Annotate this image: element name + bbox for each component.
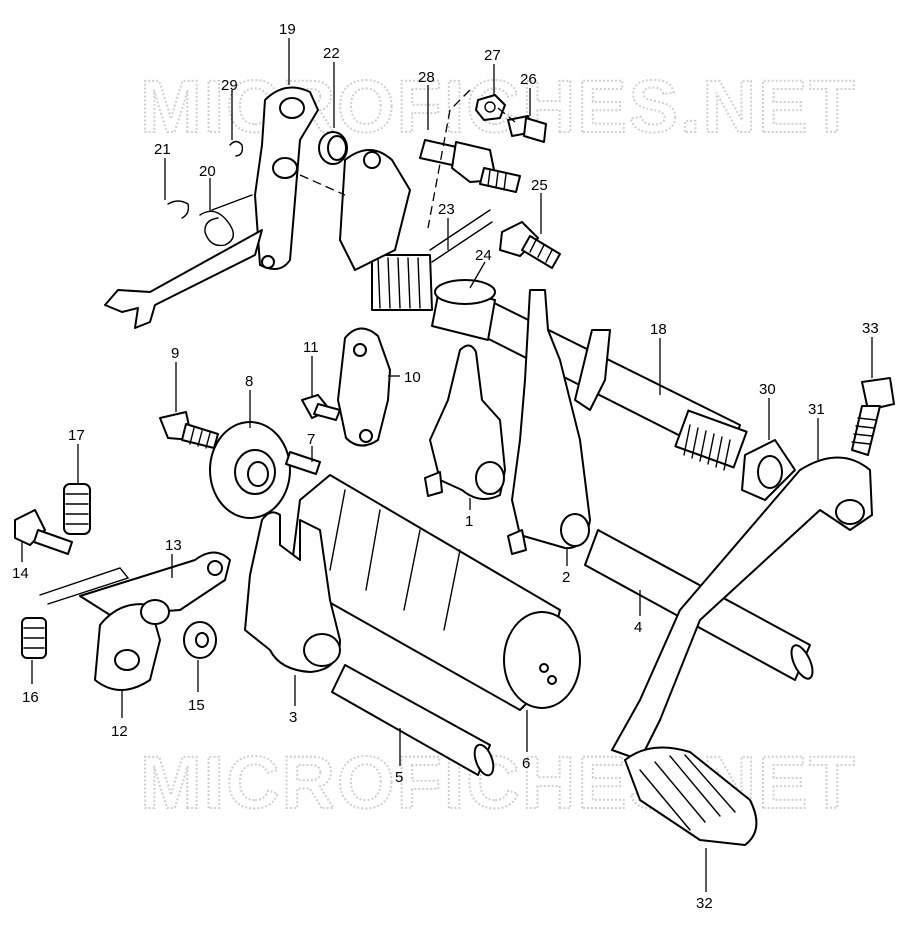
part-31-gearshift-lever xyxy=(611,456,873,761)
callout-1: 1 xyxy=(465,513,473,530)
part-3-shift-fork xyxy=(244,511,341,673)
part-32-footpeg-rubber xyxy=(624,746,758,846)
part-23-return-spring xyxy=(371,209,493,311)
callout-14: 14 xyxy=(12,565,29,582)
part-29-clip xyxy=(229,140,244,157)
part-13-gear-arm xyxy=(79,551,231,616)
callout-leaders xyxy=(21,38,873,892)
callout-27: 27 xyxy=(484,47,501,64)
part-12-gear-plate xyxy=(94,599,170,691)
part-1-shift-fork xyxy=(424,344,506,500)
part-28-bolt xyxy=(419,139,521,193)
callout-32: 32 xyxy=(696,895,713,912)
callout-12: 12 xyxy=(111,723,128,740)
callout-4: 4 xyxy=(634,619,642,636)
part-15-washer xyxy=(183,621,217,659)
callout-25: 25 xyxy=(531,177,548,194)
callout-labels: 19 22 29 21 20 28 27 26 25 23 24 18 33 3… xyxy=(12,21,879,912)
part-20-spring xyxy=(199,194,253,247)
callout-11: 11 xyxy=(303,339,319,356)
callout-26: 26 xyxy=(520,71,537,88)
part-17-spring xyxy=(63,483,91,535)
callout-33: 33 xyxy=(862,320,879,337)
callout-9: 9 xyxy=(171,345,179,362)
part-19-lever-plate xyxy=(254,86,319,270)
part-30-oil-seal xyxy=(741,439,796,501)
part-8-stopper-plate xyxy=(209,421,291,519)
part-33-bolt xyxy=(851,377,895,456)
part-6-shift-drum xyxy=(289,474,581,711)
callout-29: 29 xyxy=(221,77,238,94)
callout-3: 3 xyxy=(289,709,297,726)
callout-20: 20 xyxy=(199,163,216,180)
callout-10: 10 xyxy=(404,369,421,386)
part-25-bolt xyxy=(499,221,561,269)
callout-5: 5 xyxy=(395,769,403,786)
part-27-nut xyxy=(475,94,506,121)
part-22-collar xyxy=(318,131,348,165)
callout-18: 18 xyxy=(650,321,667,338)
callout-22: 22 xyxy=(323,45,340,62)
part-28-shift-arm xyxy=(339,149,411,271)
callout-6: 6 xyxy=(522,755,530,772)
part-16-spring xyxy=(21,617,47,659)
callout-30: 30 xyxy=(759,381,776,398)
callout-31: 31 xyxy=(808,401,825,418)
callout-17: 17 xyxy=(68,427,85,444)
part-2-shift-fork xyxy=(507,289,611,555)
part-7-pin xyxy=(285,451,321,475)
part-5-fork-shaft xyxy=(331,664,495,777)
part-24-collar xyxy=(431,279,496,341)
part-9-screw xyxy=(159,411,219,449)
callout-19: 19 xyxy=(279,21,296,38)
callout-23: 23 xyxy=(438,201,455,218)
part-14-bolt xyxy=(14,509,73,555)
assembly-paths xyxy=(299,89,516,229)
callout-7: 7 xyxy=(307,431,315,448)
part-21-clip xyxy=(167,200,190,219)
callout-28: 28 xyxy=(418,69,435,86)
callout-24: 24 xyxy=(475,247,492,264)
callout-15: 15 xyxy=(188,697,205,714)
callout-2: 2 xyxy=(562,569,570,586)
part-19-lever-arm xyxy=(104,229,263,329)
part-10-cam-plate xyxy=(337,327,391,447)
callout-13: 13 xyxy=(165,537,182,554)
spring-link-wire xyxy=(39,567,130,605)
part-11-screw xyxy=(301,394,341,421)
callout-16: 16 xyxy=(22,689,39,706)
callout-21: 21 xyxy=(154,141,171,158)
callout-8: 8 xyxy=(245,373,253,390)
